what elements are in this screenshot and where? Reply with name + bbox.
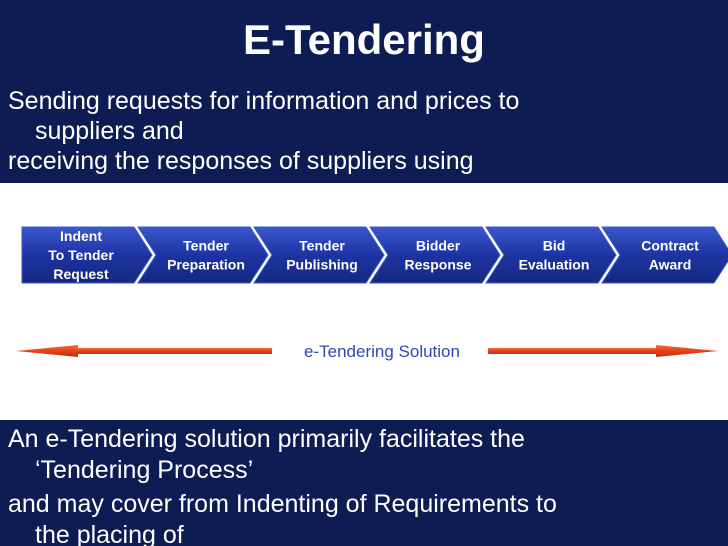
process-step-label: To Tender [48, 247, 114, 263]
process-step-chevron [485, 226, 617, 284]
process-step-label: Preparation [167, 257, 245, 273]
process-step-label: Tender [299, 238, 345, 254]
process-step-chevron [369, 226, 501, 284]
arrow-right-shaft [488, 348, 660, 354]
outro-line-2: ‘Tendering Process’ [35, 456, 254, 484]
process-step-chevron [253, 226, 385, 284]
process-step-chevron [21, 226, 153, 284]
process-step-label: Bidder [416, 238, 461, 254]
intro-text: Sending requests for information and pri… [8, 86, 720, 182]
process-step-label: Contract [641, 238, 699, 254]
process-step-label: Request [53, 266, 109, 282]
outro-line-4: the placing of [35, 521, 184, 546]
process-step-label: Indent [60, 228, 102, 244]
intro-line-1: Sending requests for information and pri… [8, 87, 520, 115]
process-step-label: Response [405, 257, 472, 273]
outro-line-3: and may cover from Indenting of Requirem… [8, 490, 557, 518]
intro-line-3: receiving the responses of suppliers usi… [8, 147, 474, 175]
outro-text: An e-Tendering solution primarily facili… [8, 424, 720, 546]
outro-line-1: An e-Tendering solution primarily facili… [8, 425, 525, 453]
arrow-right-head [656, 345, 718, 357]
process-step-chevron [601, 226, 728, 284]
arrow-left-head [16, 345, 78, 357]
intro-line-2: suppliers and [35, 117, 184, 145]
process-step-label: Bid [543, 238, 566, 254]
slide-title: E-Tendering [243, 16, 485, 63]
solution-arrow: e-Tendering Solution [16, 342, 718, 361]
process-step-label: Publishing [286, 257, 358, 273]
process-step-chevron [137, 226, 269, 284]
arrow-left-shaft [76, 348, 272, 354]
process-step-label: Tender [183, 238, 229, 254]
solution-label: e-Tendering Solution [304, 342, 460, 361]
process-step-label: Award [649, 257, 692, 273]
process-step-label: Evaluation [519, 257, 590, 273]
